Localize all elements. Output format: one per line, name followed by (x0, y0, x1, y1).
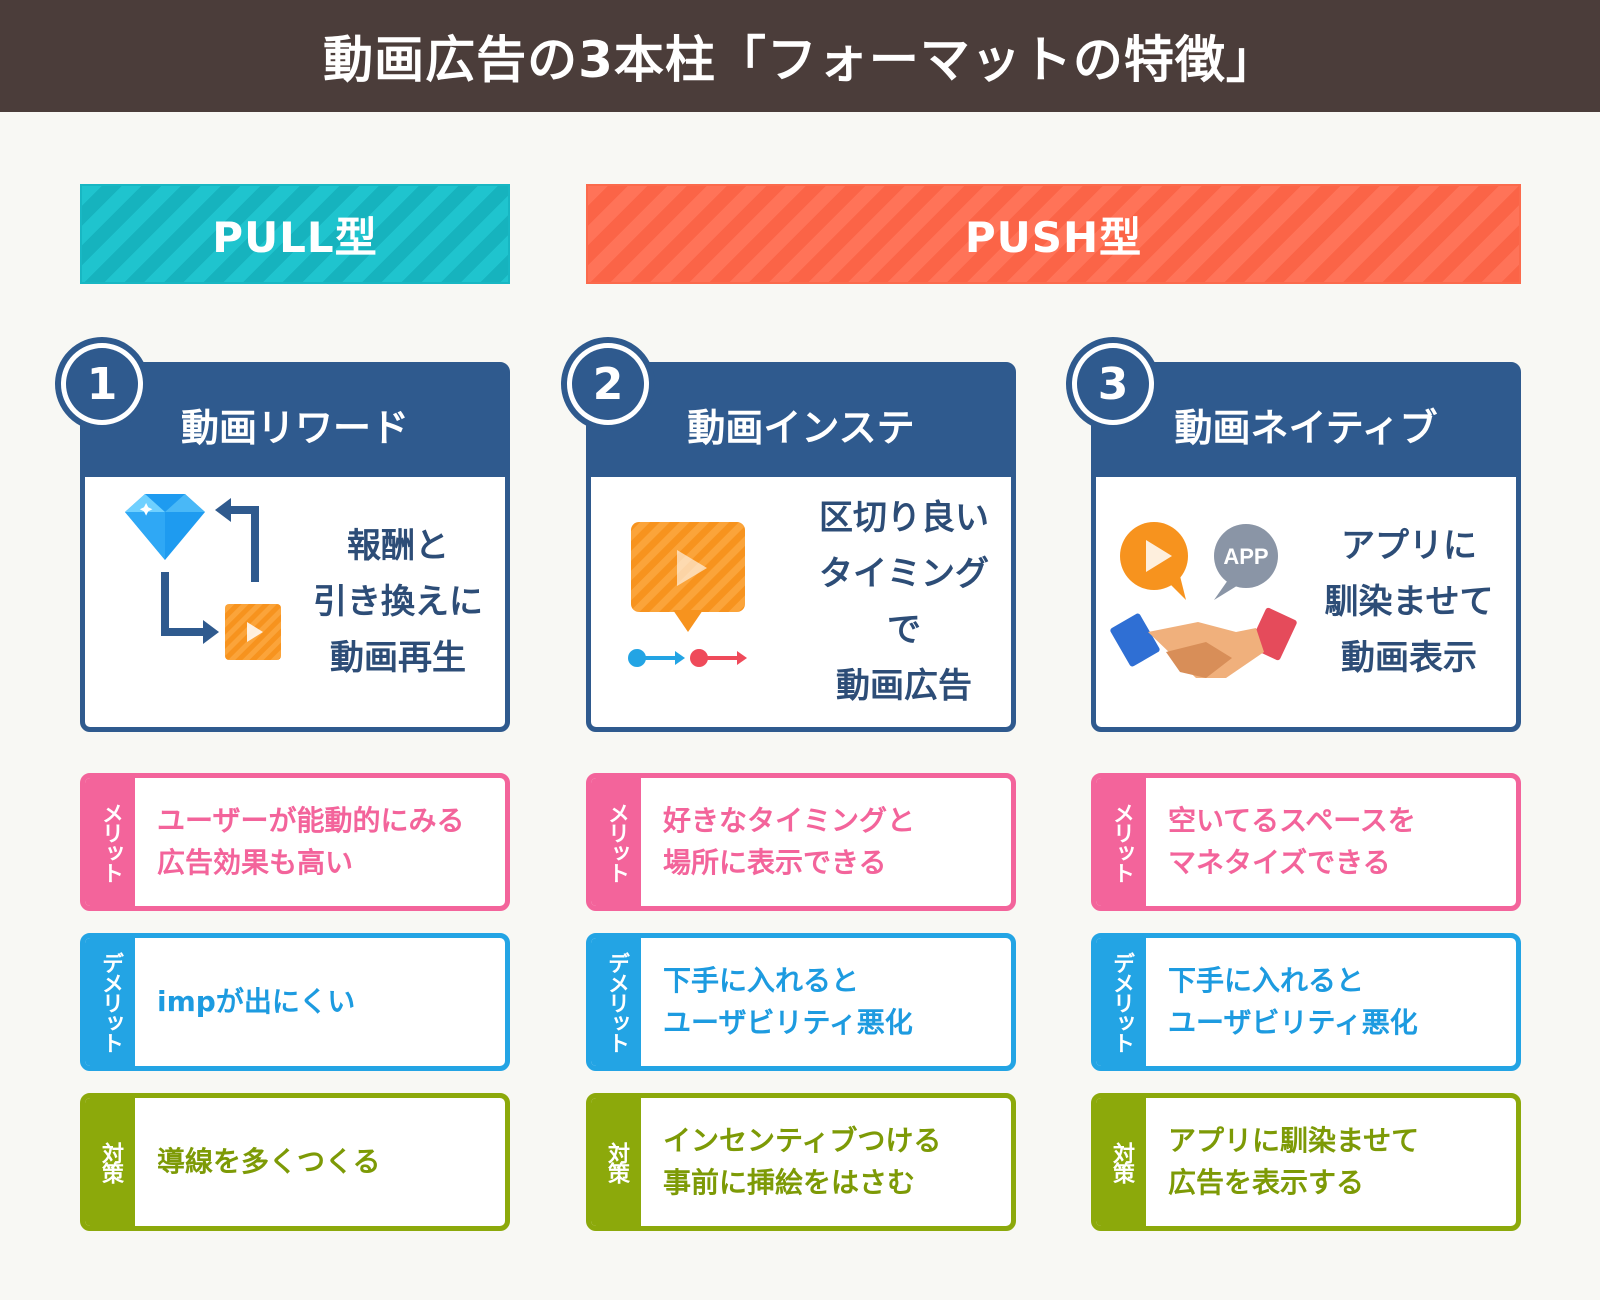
card-title: 動画インステ (591, 367, 1011, 477)
number-badge: 2 (561, 337, 655, 431)
format-card-video-reward: 動画リワード 1 (55, 337, 510, 732)
card-description: アプリに 馴染ませて 動画表示 (1324, 526, 1494, 678)
format-card-video-interstitial: 動画インステ 2 区切り良い タイミング (561, 337, 1016, 732)
merit-box: メリット 空いてるスペースをマネタイズできる (1091, 773, 1521, 911)
countermeasure-box: 対策 アプリに馴染ませて広告を表示する (1091, 1093, 1521, 1231)
merit-label: メリット (1096, 778, 1146, 906)
countermeasure-label: 対策 (591, 1098, 641, 1226)
merit-box: メリット ユーザーが能動的にみる広告効果も高い (80, 773, 510, 911)
demerit-box: デメリット 下手に入れるとユーザビリティ悪化 (586, 933, 1016, 1071)
card-description: 区切り良い タイミングで 動画広告 (819, 498, 989, 706)
svg-text:APP: APP (1223, 544, 1268, 569)
demerit-box: デメリット impが出にくい (80, 933, 510, 1071)
page-title: 動画広告の3本柱「フォーマットの特徴」 (0, 0, 1600, 112)
video-speech-bubble-icon (601, 482, 811, 722)
card-description: 報酬と 引き換えに 動画再生 (313, 526, 483, 678)
number-badge: 3 (1066, 337, 1160, 431)
number-badge: 1 (55, 337, 149, 431)
demerit-label: デメリット (85, 938, 135, 1066)
merit-box: メリット 好きなタイミングと場所に表示できる (586, 773, 1016, 911)
demerit-label: デメリット (591, 938, 641, 1066)
diamond-reward-video-icon (95, 482, 305, 722)
merit-label: メリット (85, 778, 135, 906)
card-title: 動画ネイティブ (1096, 367, 1516, 477)
format-card-video-native: 動画ネイティブ 3 APP アプリに 馴染ませて 動画表示 (1066, 337, 1521, 732)
demerit-label: デメリット (1096, 938, 1146, 1066)
push-type-banner: PUSH型 (586, 184, 1521, 284)
demerit-box: デメリット 下手に入れるとユーザビリティ悪化 (1091, 933, 1521, 1071)
countermeasure-box: 対策 インセンティブつける事前に挿絵をはさむ (586, 1093, 1016, 1231)
card-title: 動画リワード (85, 367, 505, 477)
countermeasure-box: 対策 導線を多くつくる (80, 1093, 510, 1231)
countermeasure-label: 対策 (1096, 1098, 1146, 1226)
countermeasure-label: 対策 (85, 1098, 135, 1226)
pull-type-banner: PULL型 (80, 184, 510, 284)
merit-label: メリット (591, 778, 641, 906)
handshake-app-icon: APP (1106, 482, 1316, 722)
